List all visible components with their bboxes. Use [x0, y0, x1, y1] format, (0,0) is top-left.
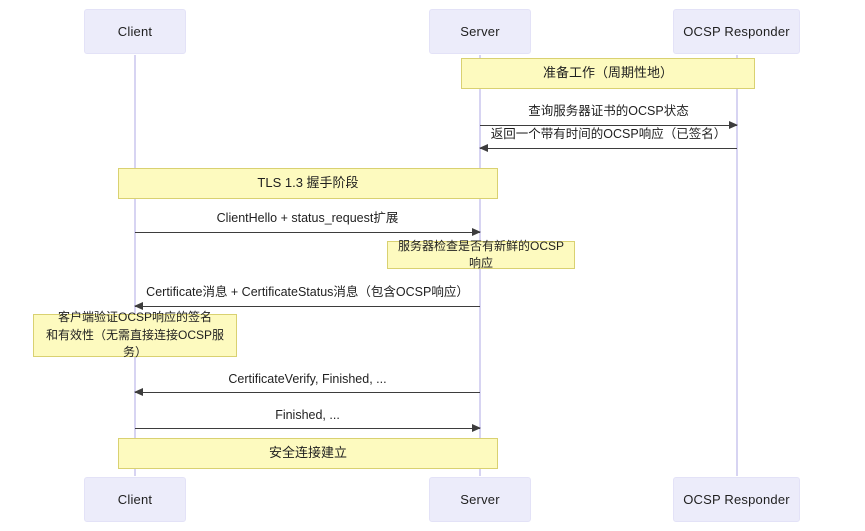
message-label: 查询服务器证书的OCSP状态 [528, 104, 689, 118]
message-line [135, 306, 480, 307]
arrowhead-right-icon [729, 120, 738, 129]
message-label: CertificateVerify, Finished, ... [228, 372, 387, 386]
message-line [135, 392, 480, 393]
participant-ocsp-responder-bottom[interactable]: OCSP Responder [673, 477, 800, 522]
lifeline-ocsp-responder [736, 55, 738, 476]
note-server-checks-fresh-response: 服务器检查是否有新鲜的OCSP响应 [387, 239, 575, 270]
note-text: 准备工作（周期性地） [542, 65, 673, 81]
lifeline-client [134, 55, 136, 476]
note-text: 服务器检查是否有新鲜的OCSP响应 [397, 238, 564, 270]
participant-label: OCSP Responder [683, 492, 790, 507]
participant-server-bottom[interactable]: Server [429, 477, 531, 522]
note-secure-connection-established: 安全连接建立 [118, 438, 498, 469]
participant-label: Server [460, 492, 500, 507]
message-line [480, 148, 737, 149]
arrowhead-right-icon [472, 227, 481, 236]
message-label: 返回一个带有时间的OCSP响应（已签名） [490, 127, 727, 141]
participant-label: Client [117, 24, 153, 39]
note-text: TLS 1.3 握手阶段 [257, 175, 359, 191]
arrowhead-left-icon [134, 301, 143, 310]
arrowhead-right-icon [472, 423, 481, 432]
message-label: ClientHello + status_request扩展 [216, 211, 399, 225]
message-line [480, 125, 737, 126]
participant-client-top[interactable]: Client [84, 9, 186, 54]
message-line [135, 232, 480, 233]
participant-server-top[interactable]: Server [429, 9, 531, 54]
message-label: Finished, ... [275, 408, 340, 422]
participant-label: Client [117, 492, 153, 507]
participant-label: Server [460, 24, 500, 39]
message-line [135, 428, 480, 429]
message-label: Certificate消息 + CertificateStatus消息（包含OC… [146, 285, 469, 299]
note-client-verifies-ocsp: 客户端验证OCSP响应的签名 和有效性（无需直接连接OCSP服务） [33, 310, 237, 359]
participant-ocsp-responder-top[interactable]: OCSP Responder [673, 9, 800, 54]
note-tls-handshake-phase: TLS 1.3 握手阶段 [118, 168, 498, 199]
note-text-line-1: 客户端验证OCSP响应的签名 [57, 310, 212, 325]
note-preparation: 准备工作（周期性地） [461, 58, 755, 89]
note-text-line-2: 和有效性（无需直接连接OCSP服务） [45, 327, 224, 360]
arrowhead-left-icon [134, 387, 143, 396]
note-text: 安全连接建立 [268, 445, 347, 461]
participant-label: OCSP Responder [683, 24, 790, 39]
participant-client-bottom[interactable]: Client [84, 477, 186, 522]
arrowhead-left-icon [479, 143, 488, 152]
